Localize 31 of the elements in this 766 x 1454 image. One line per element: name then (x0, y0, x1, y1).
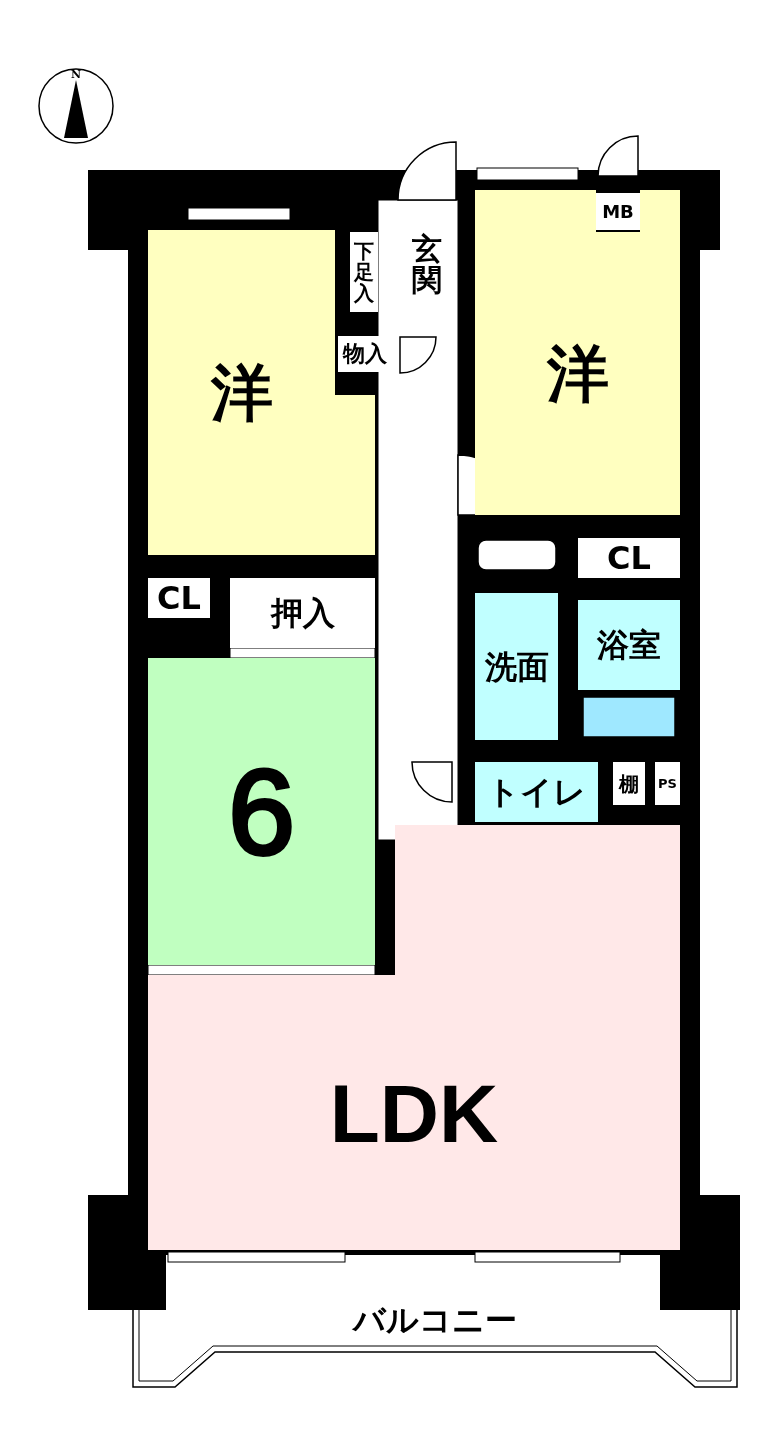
room-label: CL (607, 542, 651, 574)
room-label: 洋 (210, 361, 273, 424)
room-label: PS (658, 777, 677, 790)
room (578, 600, 680, 690)
room-label: 物入 (343, 343, 387, 365)
storage (596, 193, 640, 230)
storage (655, 762, 680, 805)
room-label: MB (602, 202, 634, 221)
storage (613, 762, 645, 805)
room-label: CL (157, 582, 201, 614)
room-label: トイレ (487, 776, 586, 808)
room-label: LDK (329, 1073, 499, 1155)
room-label: 下足入 (354, 240, 374, 304)
room (475, 232, 680, 515)
room-label: 浴室 (597, 629, 661, 661)
storage (350, 232, 378, 312)
closet (578, 538, 680, 578)
room (475, 593, 558, 740)
room-label: 洋 (546, 342, 609, 405)
room-label: 玄関 (411, 232, 442, 296)
room (475, 762, 598, 822)
compass-letter: N (71, 69, 82, 80)
room (148, 230, 335, 555)
closet (148, 578, 210, 618)
room-label: 押入 (270, 597, 335, 629)
room-label: 棚 (619, 773, 639, 794)
room (148, 658, 375, 965)
closet (230, 578, 375, 648)
room-label: 6 (228, 751, 295, 872)
room-label: バルコニー (353, 1304, 517, 1336)
room-label: 洗面 (484, 650, 549, 683)
